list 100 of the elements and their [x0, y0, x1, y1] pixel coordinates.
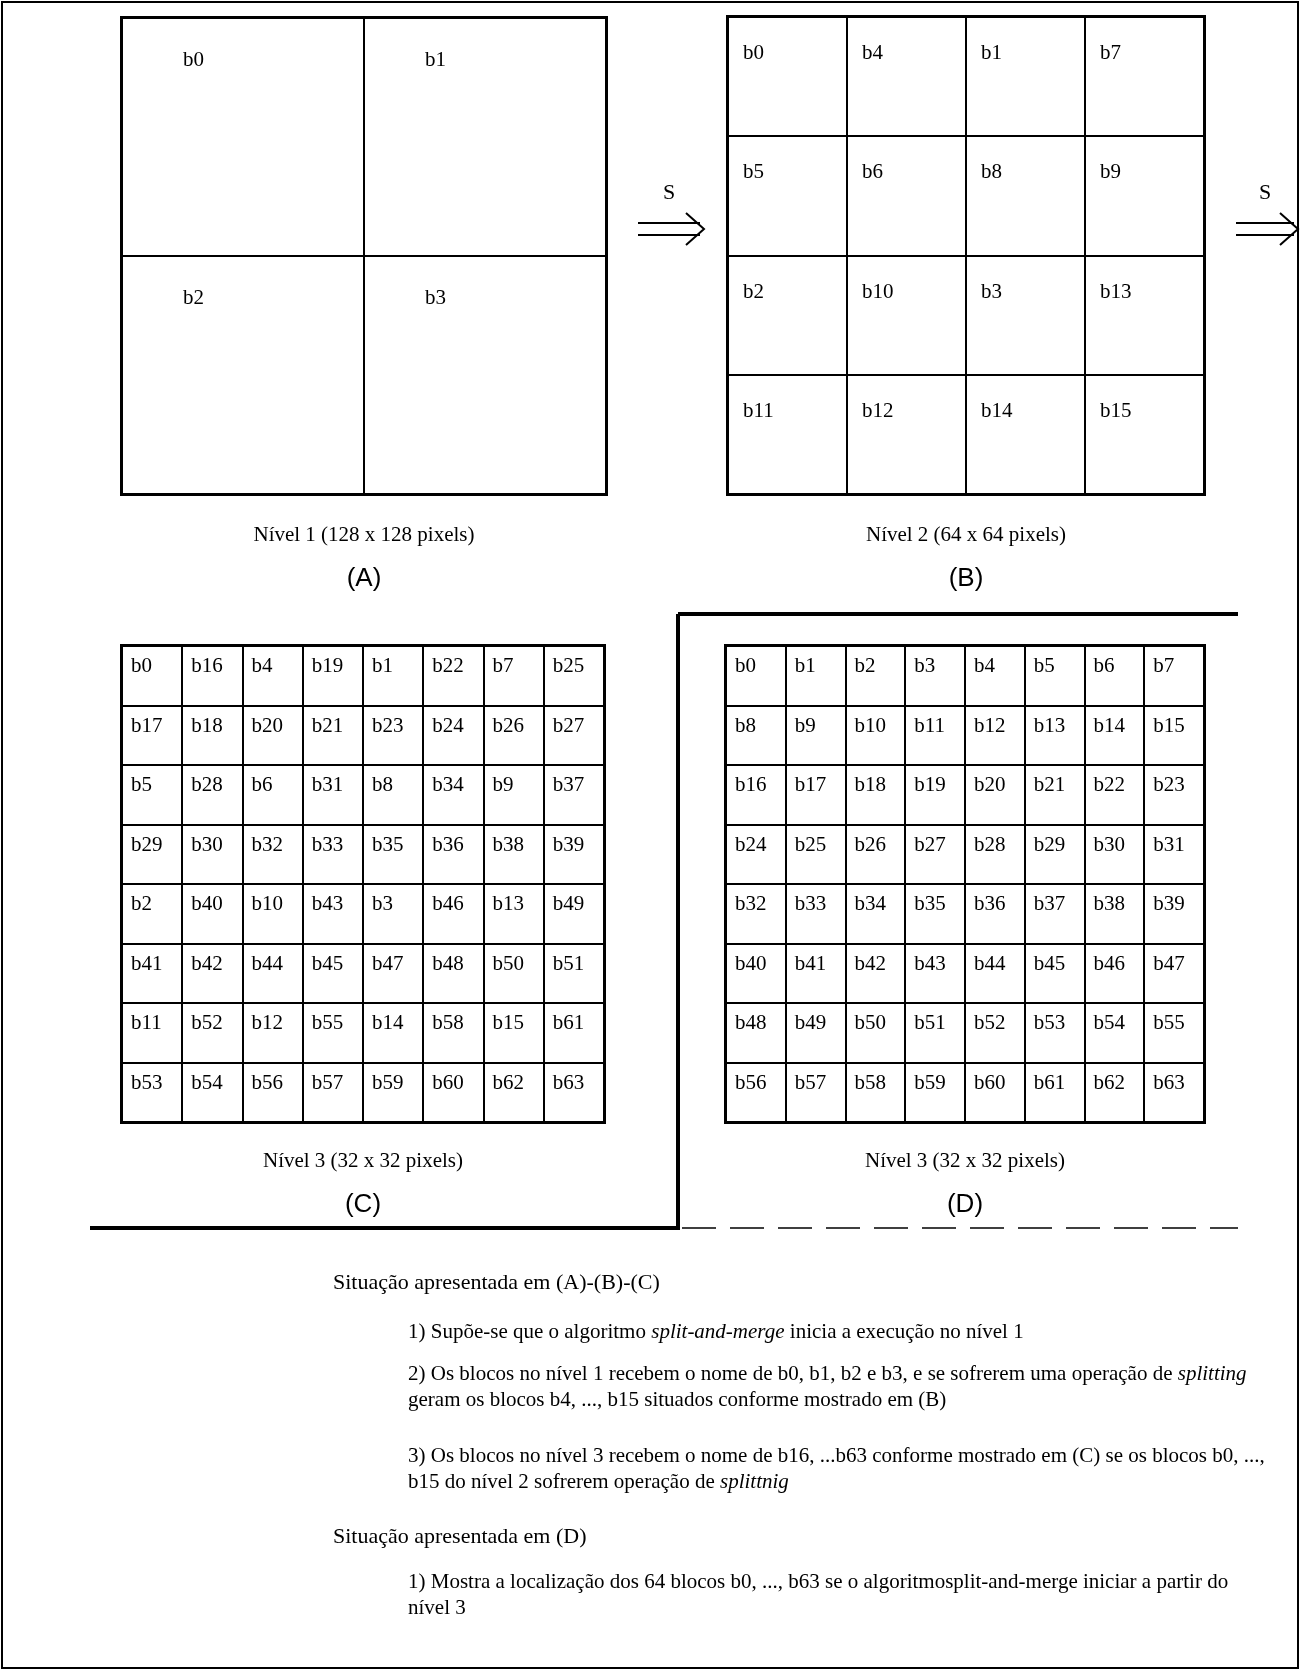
grid-cell: b11	[728, 374, 847, 494]
grid-cell: b19	[302, 646, 363, 706]
grid-cell: b5	[1024, 646, 1085, 706]
grid-cell: b44	[965, 943, 1025, 1003]
grid-cell: b45	[302, 943, 363, 1003]
grid-cell: b50	[845, 1003, 906, 1063]
grid-cell: b11	[122, 1003, 183, 1063]
grid-cell: b21	[1024, 765, 1085, 825]
grid-cell: b28	[182, 765, 243, 825]
grid-cell: b36	[965, 884, 1025, 944]
note-item: 1) Supõe-se que o algoritmo split-and-merge inicia a execução no nível 1	[408, 1318, 1025, 1345]
grid-cell: b29	[1024, 824, 1085, 884]
grid-caption: Nível 1 (128 x 128 pixels)	[253, 522, 475, 547]
grid-cell: b4	[965, 646, 1025, 706]
grid-cell: b16	[182, 646, 243, 706]
grid-cell: b22	[423, 646, 484, 706]
grid-cell: b0	[728, 17, 847, 137]
grid-cell: b50	[483, 943, 544, 1003]
grid-cell: b1	[785, 646, 846, 706]
grid-cell: b37	[1024, 884, 1085, 944]
grid-cell: b49	[543, 884, 604, 944]
grid-cell: b6	[1084, 646, 1145, 706]
note-item: 1) Mostra a localização dos 64 blocos b0, ..., b63 se o algoritmosplit-and-merge iniciar a partir do nível 3	[408, 1568, 1230, 1621]
double-arrow	[1235, 212, 1300, 246]
grid-cell: b20	[965, 765, 1025, 825]
grid-cell: b35	[363, 824, 424, 884]
panel-letter: (C)	[344, 1188, 382, 1219]
grid-cell: b48	[726, 1003, 786, 1063]
grid-cell: b3	[966, 255, 1085, 375]
grid-caption: Nível 3 (32 x 32 pixels)	[864, 1148, 1066, 1173]
grid-cell: b62	[483, 1062, 544, 1122]
grid-caption: Nível 3 (32 x 32 pixels)	[262, 1148, 464, 1173]
grid-cell: b45	[1024, 943, 1085, 1003]
grid-cell: b35	[905, 884, 965, 944]
grid-cell: b12	[242, 1003, 303, 1063]
grid-cell: b61	[1024, 1062, 1085, 1122]
grid-cell: b21	[302, 705, 363, 765]
grid-cell: b33	[302, 824, 363, 884]
grid-cell: b4	[242, 646, 303, 706]
grid-cell: b41	[122, 943, 183, 1003]
grid-cell: b43	[905, 943, 965, 1003]
grid-cell: b3	[364, 256, 606, 494]
grid-caption: Nível 2 (64 x 64 pixels)	[865, 522, 1067, 547]
grid-cell: b38	[1084, 884, 1145, 944]
grid-cell: b49	[785, 1003, 846, 1063]
grid-cell: b32	[726, 884, 786, 944]
grid-cell: b26	[845, 824, 906, 884]
block-grid	[120, 644, 606, 1124]
grid-cell: b12	[965, 705, 1025, 765]
grid-cell: b46	[423, 884, 484, 944]
grid-cell: b47	[1144, 943, 1204, 1003]
grid-cell: b42	[845, 943, 906, 1003]
grid-cell: b12	[847, 374, 966, 494]
grid-cell: b63	[543, 1062, 604, 1122]
grid-cell: b5	[728, 136, 847, 256]
grid-cell: b1	[966, 17, 1085, 137]
grid-cell: b29	[122, 824, 183, 884]
grid-cell: b55	[302, 1003, 363, 1063]
note-item: 3) Os blocos no nível 3 recebem o nome de b16, ...b63 conforme mostrado em (C) se os blocos b0, ..., b15 do nível 2 sofrerem operação de splittnig	[408, 1442, 1266, 1495]
grid-cell: b30	[182, 824, 243, 884]
grid-cell: b0	[122, 646, 183, 706]
grid-cell: b61	[543, 1003, 604, 1063]
grid-cell: b2	[122, 884, 183, 944]
grid-cell: b33	[785, 884, 846, 944]
grid-cell: b25	[543, 646, 604, 706]
grid-cell: b44	[242, 943, 303, 1003]
grid-cell: b15	[1144, 705, 1204, 765]
grid-cell: b25	[785, 824, 846, 884]
grid-cell: b3	[905, 646, 965, 706]
grid-cell: b10	[847, 255, 966, 375]
grid-cell: b10	[242, 884, 303, 944]
grid-cell: b30	[1084, 824, 1145, 884]
grid-cell: b23	[363, 705, 424, 765]
grid-cell: b47	[363, 943, 424, 1003]
grid-cell: b37	[543, 765, 604, 825]
grid-cell: b63	[1144, 1062, 1204, 1122]
grid-cell: b20	[242, 705, 303, 765]
grid-cell: b26	[483, 705, 544, 765]
panel-letter: (D)	[946, 1188, 984, 1219]
grid-cell: b3	[363, 884, 424, 944]
grid-cell: b34	[423, 765, 484, 825]
grid-cell: b17	[122, 705, 183, 765]
grid-cell: b7	[483, 646, 544, 706]
grid-cell: b56	[726, 1062, 786, 1122]
grid-cell: b13	[1024, 705, 1085, 765]
grid-cell: b8	[363, 765, 424, 825]
grid-cell: b7	[1085, 17, 1204, 137]
grid-cell: b15	[1085, 374, 1204, 494]
grid-cell: b1	[364, 18, 606, 256]
grid-cell: b10	[845, 705, 906, 765]
grid-cell: b7	[1144, 646, 1204, 706]
grid-cell: b60	[965, 1062, 1025, 1122]
grid-cell: b1	[363, 646, 424, 706]
grid-cell: b40	[182, 884, 243, 944]
panel-letter: (A)	[346, 562, 382, 593]
grid-cell: b48	[423, 943, 484, 1003]
grid-cell: b52	[965, 1003, 1025, 1063]
grid-cell: b6	[847, 136, 966, 256]
grid-cell: b39	[1144, 884, 1204, 944]
grid-cell: b55	[1144, 1003, 1204, 1063]
